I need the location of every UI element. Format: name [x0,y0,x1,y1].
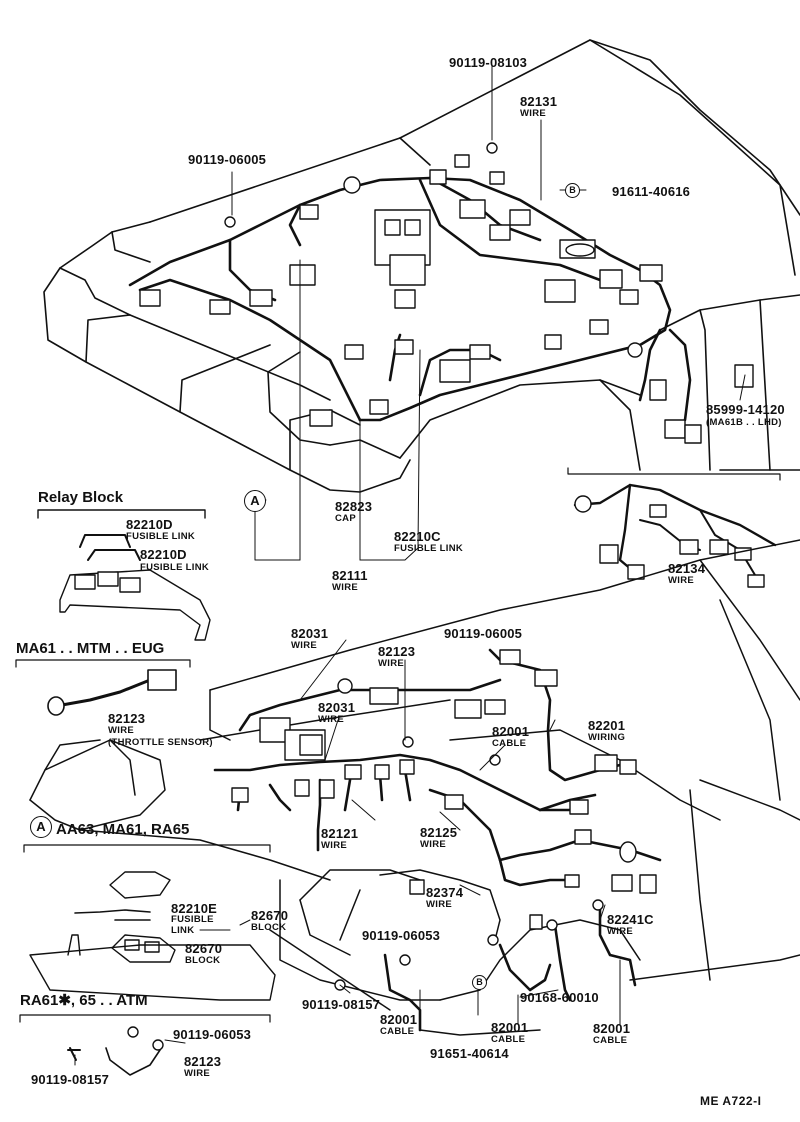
ma61-mtm-eug-heading: MA61 . . MTM . . EUG [16,640,165,657]
part-82123-bot-label: 82123 [184,1054,222,1069]
part-82241c-desc: WIRE [607,926,634,937]
part-82134-label: 82134 [668,561,706,576]
upper-body-outline [43,39,800,493]
aa63-ma61-ra65-heading: AA63, MA61, RA65 [56,821,190,838]
part-82241c-label: 82241C [607,912,654,927]
part-82001-b-desc: CABLE [380,1026,415,1037]
part-82121-desc: WIRE [321,840,348,851]
part-90119-08157-bot-label: 90119-08157 [31,1072,110,1087]
part-82001-c-desc: CABLE [491,1034,526,1045]
part-82001-c-label: 82001 [491,1020,529,1035]
part-85999-14120-note: (MA61B . . LHD) [706,417,782,428]
part-91611-40616-label: 91611-40616 [612,184,691,199]
part-82134-desc: WIRE [668,575,695,586]
part-82123-throttle-note: (THROTTLE SENSOR) [108,737,213,748]
part-82670-a-desc: BLOCK [251,922,287,933]
part-90168-60010-label: 90168-60010 [520,990,599,1005]
part-82001-a-label: 82001 [492,724,530,739]
leader-lines [74,65,746,1066]
part-82001-a-desc: CABLE [492,738,527,749]
part-82201-desc: WIRING [588,732,626,743]
part-82210e-desc-1: FUSIBLE [171,914,214,925]
figure-code: ME A722-I [700,1094,762,1108]
upper-connectors [139,142,754,444]
part-82125-desc: WIRE [420,839,447,850]
part-82210d-1-label: 82210D [126,517,173,532]
part-90119-06005-mid-label: 90119-06005 [444,626,523,641]
part-85999-14120-label: 85999-14120 [706,402,785,417]
aa63-block-drawing [19,844,276,1076]
part-82031-a-desc: WIRE [291,640,318,651]
part-82123-bot-desc: WIRE [184,1068,211,1079]
part-82823-label: 82823 [335,499,373,514]
part-82210e-desc-2: LINK [171,925,195,936]
part-82031-b-label: 82031 [318,700,356,715]
part-82031-a-label: 82031 [291,626,329,641]
part-82031-b-desc: WIRE [318,714,345,725]
part-82123-throttle-label: 82123 [108,711,146,726]
ra61-65-atm-heading: RA61✱, 65 . . ATM [20,992,148,1009]
part-82131-label: 82131 [520,94,558,109]
part-82374-label: 82374 [426,885,464,900]
part-82670-b-desc: BLOCK [185,955,221,966]
part-82131-desc: WIRE [520,108,547,119]
part-90119-06005-top-label: 90119-06005 [188,152,267,167]
part-82210c-label: 82210C [394,529,441,544]
part-82123-mid-desc: WIRE [378,658,405,669]
part-82123-throttle-desc: WIRE [108,725,135,736]
reference-b-circle-top: B [565,183,580,198]
part-82210e-label: 82210E [171,901,218,916]
part-82823-desc: CAP [335,513,356,524]
part-82210d-2-desc: FUSIBLE LINK [140,562,210,573]
part-82111-label: 82111 [332,568,368,583]
part-82121-label: 82121 [321,826,359,841]
inset-harness-82134 [567,467,781,588]
relay-block-heading: Relay Block [38,489,124,506]
part-82670-b-label: 82670 [185,941,223,956]
part-82111-desc: WIRE [332,582,359,593]
part-90119-08103-label: 90119-08103 [449,55,528,70]
lower-body-outline [29,539,800,1036]
part-82374-desc: WIRE [426,899,453,910]
part-82001-b-label: 82001 [380,1012,418,1027]
reference-a-circle-lower: A [30,816,52,838]
part-82001-d-label: 82001 [593,1021,631,1036]
part-90119-08157-mid-label: 90119-08157 [302,997,381,1012]
part-82670-a-label: 82670 [251,908,289,923]
part-90119-06053-bot-label: 90119-06053 [173,1027,252,1042]
part-82210c-desc: FUSIBLE LINK [394,543,464,554]
part-91651-40614-label: 91651-40614 [430,1046,509,1061]
throttle-sensor-wire [15,659,191,716]
part-82201-label: 82201 [588,718,626,733]
part-82210d-2-label: 82210D [140,547,187,562]
lower-connectors [231,649,657,991]
part-82125-label: 82125 [420,825,458,840]
part-82001-d-desc: CABLE [593,1035,628,1046]
relay-block-drawing [37,509,211,641]
part-82210d-1-desc: FUSIBLE LINK [126,531,196,542]
part-82123-mid-label: 82123 [378,644,416,659]
part-90119-06053-mid-label: 90119-06053 [362,928,441,943]
reference-a-circle: A [244,490,266,512]
reference-b-circle-lower: B [472,975,487,990]
